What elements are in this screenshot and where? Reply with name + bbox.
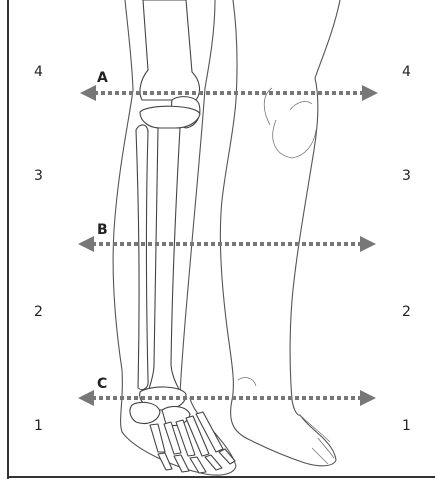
arrow-b-right-head	[360, 236, 376, 252]
arrow-c-left-head	[78, 390, 94, 406]
fibula-bone	[136, 125, 148, 390]
level-right-3: 3	[402, 168, 411, 184]
right-knee-crease	[290, 102, 312, 110]
right-leg-outline-right	[290, 0, 340, 415]
level-left-3: 3	[34, 168, 43, 184]
left-leg-skeletal	[113, 0, 236, 475]
level-left-1: 1	[34, 418, 43, 434]
level-right-2: 2	[402, 304, 411, 320]
tibia-head-bone	[140, 106, 200, 128]
arrow-b-left-head	[78, 236, 94, 252]
right-knee-contour	[264, 88, 316, 158]
right-leg-outline-left	[220, 0, 336, 466]
level-right-1: 1	[402, 418, 411, 434]
level-left-2: 2	[34, 304, 43, 320]
right-ankle-contour	[238, 378, 256, 386]
line-a-label: A	[97, 70, 108, 86]
arrow-a-right-head	[362, 85, 378, 101]
line-b-label: B	[97, 222, 108, 238]
level-left-4: 4	[34, 64, 43, 80]
arrow-line-b: B	[78, 222, 376, 252]
arrow-a-left-head	[80, 85, 96, 101]
right-toes	[300, 415, 334, 464]
arrow-line-a: A	[80, 70, 378, 101]
tibia-bone	[148, 128, 180, 392]
level-right-4: 4	[402, 64, 411, 80]
line-c-label: C	[97, 376, 107, 392]
right-leg-outline	[220, 0, 340, 466]
arrow-c-right-head	[360, 390, 376, 406]
femur-bone	[140, 0, 199, 100]
